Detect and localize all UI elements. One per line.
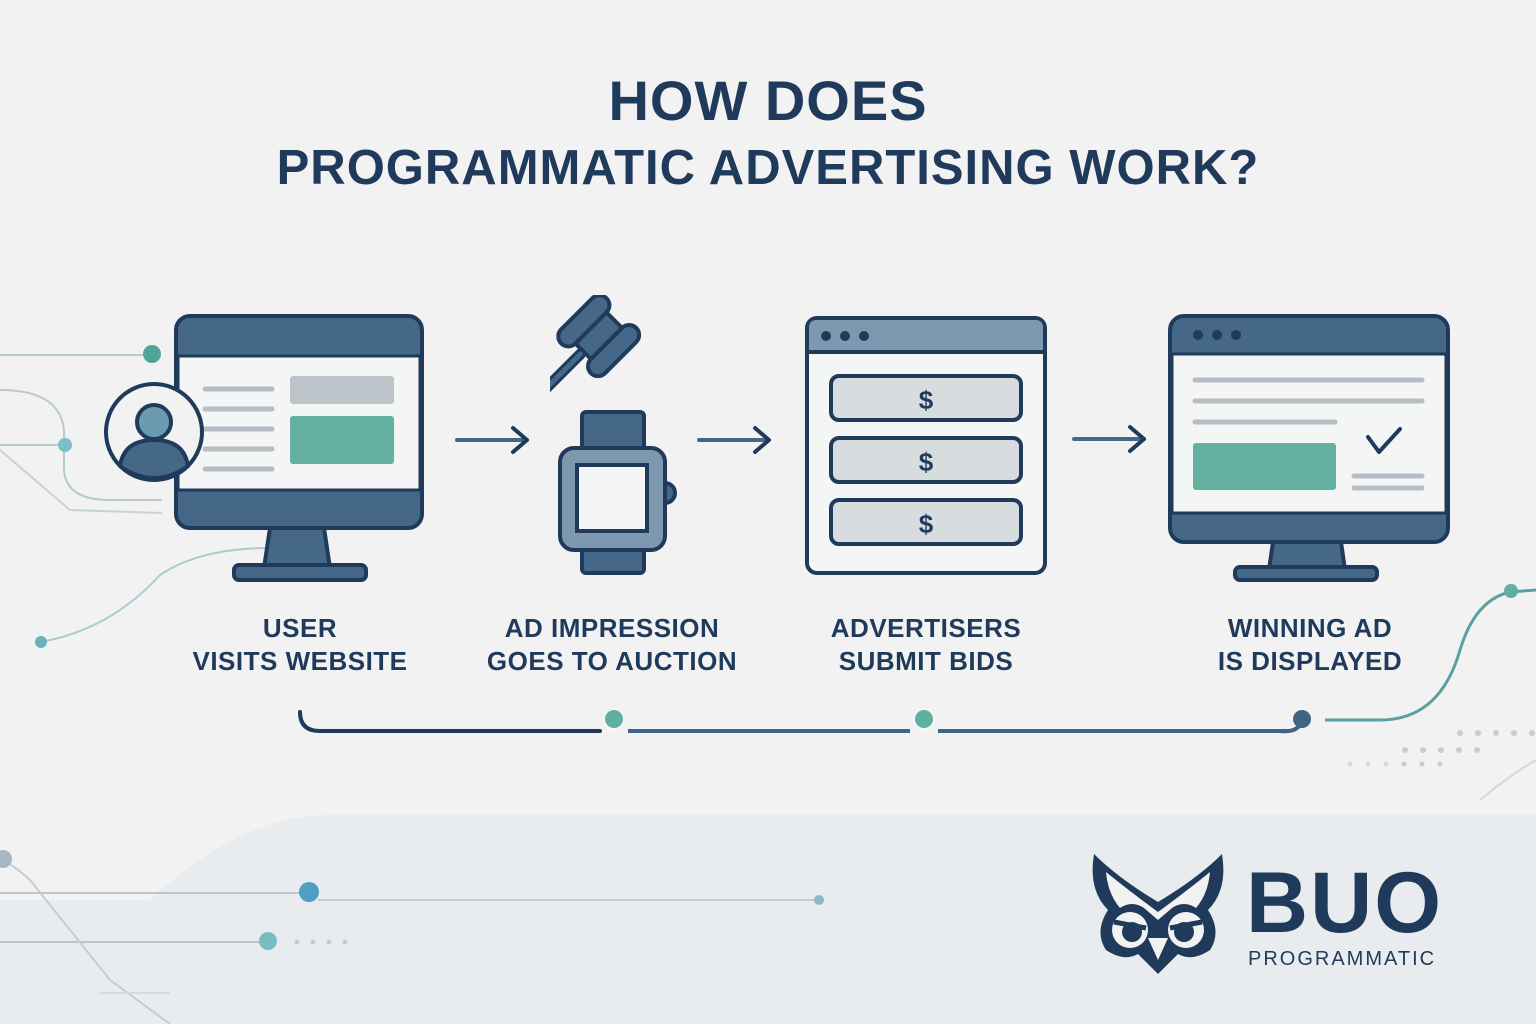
arrow-right-icon (697, 426, 771, 454)
step-label-user-visits: USER VISITS WEBSITE (160, 612, 440, 678)
label-line: SUBMIT BIDS (838, 646, 1014, 676)
monitor-user-icon (104, 314, 424, 582)
brand-block: BUO PROGRAMMATIC (1246, 860, 1443, 971)
owl-logo-icon (1092, 854, 1224, 974)
arrow-right-icon (455, 426, 529, 454)
label-line: AD IMPRESSION (504, 613, 720, 643)
brand-name: BUO (1246, 855, 1444, 951)
monitor-check-icon (1168, 314, 1450, 582)
arrow-right-icon (1072, 425, 1146, 453)
bid-symbol: $ (918, 385, 934, 415)
label-line: GOES TO AUCTION (486, 646, 738, 676)
title-line-1: HOW DOES (608, 69, 928, 132)
bid-symbol: $ (918, 447, 934, 477)
brand-subtitle: PROGRAMMATIC (1248, 948, 1437, 970)
gavel-watch-icon (550, 295, 677, 575)
bid-symbol: $ (918, 509, 934, 539)
step-label-winning-ad: WINNING AD IS DISPLAYED (1170, 612, 1450, 678)
label-line: WINNING AD (1227, 613, 1393, 643)
step-label-auction: AD IMPRESSION GOES TO AUCTION (462, 612, 762, 678)
label-line: VISITS WEBSITE (192, 646, 408, 676)
label-line: IS DISPLAYED (1217, 646, 1403, 676)
title-line-2: PROGRAMMATIC ADVERTISING WORK? (276, 141, 1260, 195)
label-line: ADVERTISERS (830, 613, 1022, 643)
step-label-bids: ADVERTISERS SUBMIT BIDS (786, 612, 1066, 678)
label-line: USER (262, 613, 338, 643)
browser-bids-icon: $ $ $ (804, 315, 1048, 577)
